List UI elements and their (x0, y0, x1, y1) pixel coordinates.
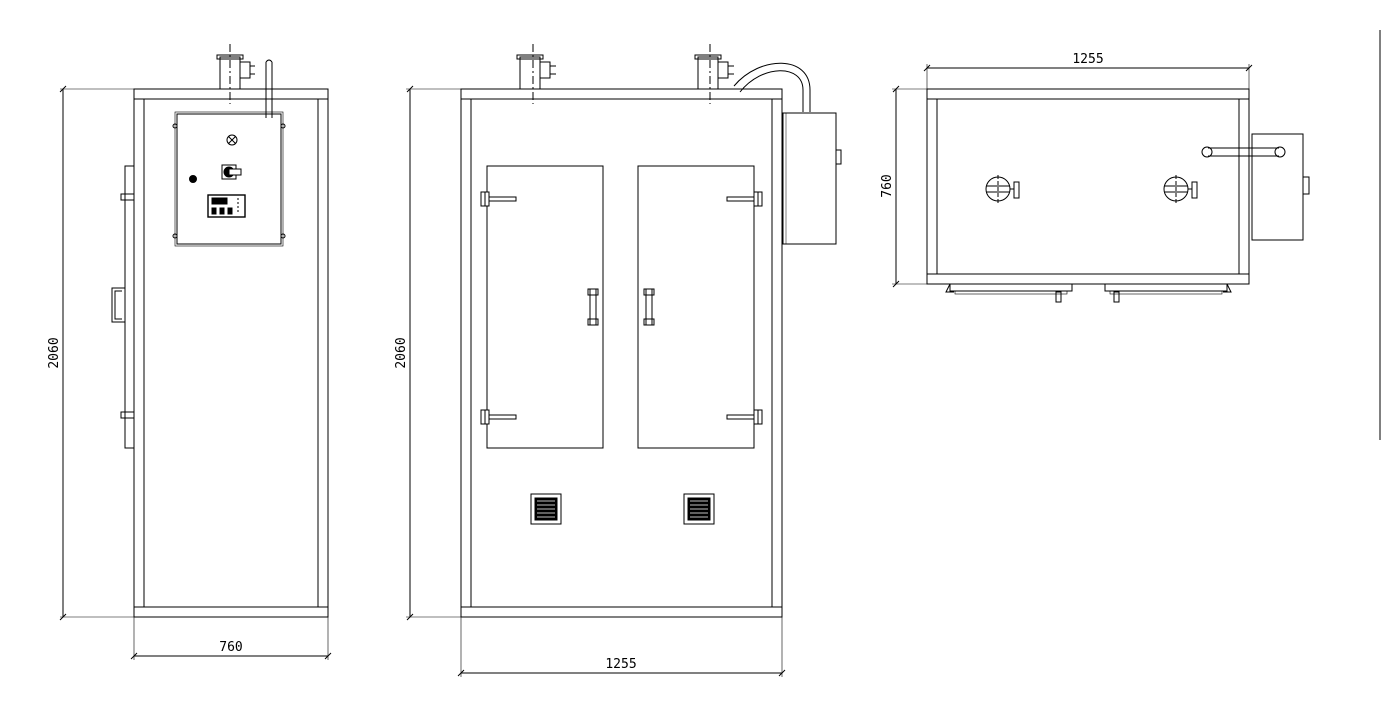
side-height-label: 2060 (47, 337, 62, 368)
front-view (406, 44, 842, 677)
top-depth-dimension (892, 85, 927, 288)
top-width-dimension (923, 64, 1253, 89)
top-width-label: 1255 (1072, 52, 1103, 67)
indicator-lamp-icon (226, 134, 238, 146)
top-depth-label: 760 (880, 174, 895, 197)
top-electric-box (1251, 133, 1310, 241)
door-right (637, 165, 763, 449)
top-conduit (1201, 146, 1286, 158)
main-switch-icon (221, 164, 242, 180)
side-chimney (216, 44, 255, 104)
vent-grille-left-icon (530, 493, 562, 525)
side-depth-label: 760 (219, 640, 242, 655)
front-height-dimension (406, 85, 461, 621)
side-door-edge (111, 165, 135, 449)
side-height-dimension (59, 85, 134, 621)
side-view (59, 44, 332, 660)
vent-grille-right-icon (683, 493, 715, 525)
top-body-outline (926, 88, 1250, 285)
top-body-inner (936, 98, 1240, 275)
side-pipe (265, 59, 273, 118)
cable-conduit (733, 62, 811, 112)
door-left (480, 165, 604, 449)
control-panel (172, 111, 286, 247)
front-chimney-right (694, 44, 734, 104)
side-depth-dimension (130, 617, 332, 660)
front-chimney-left (516, 44, 556, 104)
top-damper-right-icon (1163, 175, 1198, 203)
front-body-outline (460, 88, 783, 618)
front-width-dimension (457, 617, 786, 677)
front-height-label: 2060 (394, 337, 409, 368)
top-view (892, 64, 1310, 303)
top-doors (945, 283, 1232, 303)
electric-box (782, 112, 842, 245)
front-body-inner (470, 98, 773, 608)
push-button-icon (189, 175, 197, 183)
controller-display (207, 194, 246, 218)
top-damper-left-icon (985, 175, 1020, 203)
front-width-label: 1255 (605, 657, 636, 672)
